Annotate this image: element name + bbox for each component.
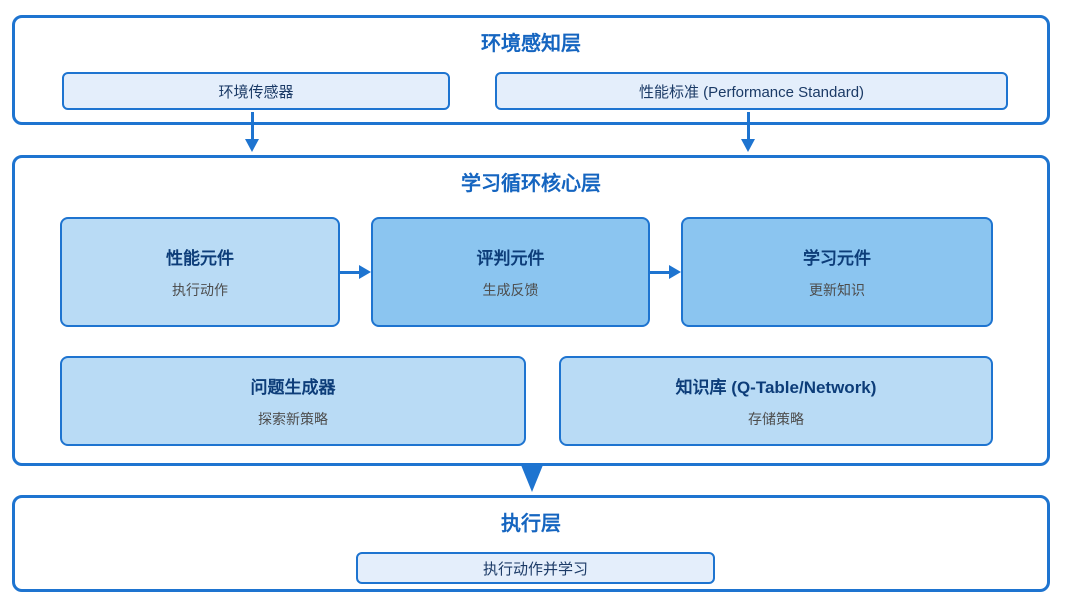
node-critic-element-subtitle: 生成反馈 — [482, 282, 539, 298]
layer-execution-title: 执行层 — [501, 513, 561, 535]
layer-learning-core-title: 学习循环核心层 — [461, 173, 601, 195]
layer-learning-core: 学习循环核心层 性能元件 执行动作 评判元件 生成反馈 学习元件 更新知识 问题… — [12, 155, 1050, 466]
node-knowledge-base-title: 知识库 (Q-Table/Network) — [675, 378, 877, 397]
node-problem-generator: 问题生成器 探索新策略 — [60, 356, 526, 446]
node-execute-and-learn: 执行动作并学习 — [356, 552, 715, 584]
down-arrow-sensor-to-core — [245, 112, 259, 152]
node-performance-standard-label: 性能标准 (Performance Standard) — [638, 83, 865, 101]
node-learning-element-subtitle: 更新知识 — [809, 282, 865, 298]
down-arrow-core-to-execution — [521, 465, 543, 492]
node-problem-generator-subtitle: 探索新策略 — [258, 411, 328, 427]
arrow-stem — [746, 112, 750, 140]
node-knowledge-base-subtitle: 存储策略 — [748, 411, 804, 427]
right-arrow-performance-to-critic — [340, 265, 371, 279]
right-arrow-critic-to-learning — [650, 265, 681, 279]
arrow-stem — [340, 270, 360, 274]
node-critic-element: 评判元件 生成反馈 — [371, 217, 650, 327]
layer-execution: 执行层 执行动作并学习 — [12, 495, 1050, 592]
node-problem-generator-title: 问题生成器 — [250, 378, 336, 397]
arrow-head — [359, 265, 371, 279]
node-learning-element: 学习元件 更新知识 — [681, 217, 993, 327]
node-performance-standard: 性能标准 (Performance Standard) — [495, 72, 1008, 110]
arrow-head — [245, 139, 259, 152]
arrow-head — [669, 265, 681, 279]
node-learning-element-title: 学习元件 — [803, 249, 871, 268]
node-critic-element-title: 评判元件 — [476, 249, 545, 268]
down-arrow-standard-to-core — [741, 112, 755, 152]
node-environment-sensor-label: 环境传感器 — [218, 83, 294, 101]
node-performance-element: 性能元件 执行动作 — [60, 217, 340, 327]
layer-perception: 环境感知层 环境传感器 性能标准 (Performance Standard) — [12, 15, 1050, 125]
node-execute-and-learn-label: 执行动作并学习 — [482, 560, 588, 578]
node-performance-element-subtitle: 执行动作 — [172, 282, 228, 298]
arrow-head — [741, 139, 755, 152]
arrow-stem — [250, 112, 254, 140]
layer-perception-title: 环境感知层 — [481, 33, 581, 55]
node-knowledge-base: 知识库 (Q-Table/Network) 存储策略 — [559, 356, 993, 446]
arrow-stem — [650, 270, 670, 274]
node-performance-element-title: 性能元件 — [166, 249, 234, 268]
node-environment-sensor: 环境传感器 — [62, 72, 450, 110]
